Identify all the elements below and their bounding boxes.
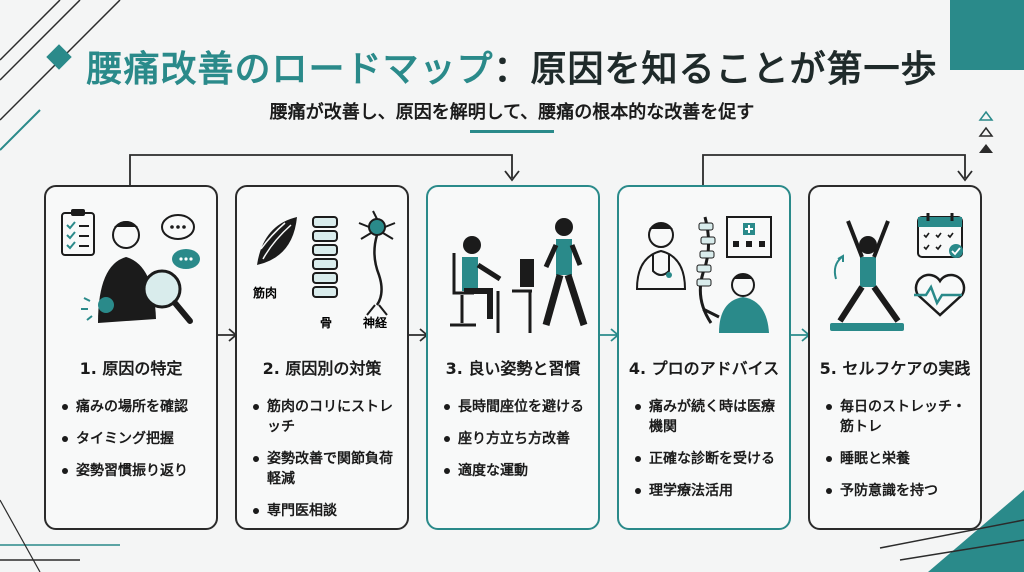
step-card-1: 1. 原因の特定 痛みの場所を確認 タイミング把握 姿勢習慣振り返り	[44, 185, 218, 530]
list-item: 長時間座位を避ける	[438, 397, 592, 417]
spine-icon	[696, 216, 716, 324]
step-5-list: 毎日のストレッチ・筋トレ 睡眠と栄養 予防意識を持つ	[820, 397, 974, 513]
walking-person-icon	[542, 218, 588, 327]
list-item: 専門医相談	[247, 501, 401, 521]
list-item: 適度な運動	[438, 461, 592, 481]
list-item: 正確な診断を受ける	[629, 449, 783, 469]
step-1-title: 1. 原因の特定	[79, 359, 183, 378]
step-3-list: 長時間座位を避ける 座り方立ち方改善 適度な運動	[438, 397, 592, 493]
list-item: 姿勢習慣振り返り	[56, 461, 210, 481]
page-subtitle: 腰痛が改善し、原因を解明して、腰痛の根本的な改善を促す	[269, 102, 755, 123]
title-separator: ：	[493, 49, 531, 90]
step-4-title: 4. プロのアドバイス	[628, 359, 780, 378]
step-1-list: 痛みの場所を確認 タイミング把握 姿勢習慣振り返り	[56, 397, 210, 493]
hospital-icon	[726, 216, 772, 258]
patient-icon	[702, 273, 769, 333]
title-main: 腰痛改善のロードマップ	[86, 49, 494, 90]
speech-bubbles-icon	[161, 214, 200, 269]
magnifier-icon	[142, 269, 193, 324]
subtitle-underline	[470, 130, 554, 133]
stretching-person-icon	[830, 220, 904, 331]
label-nerve: 神経	[363, 315, 388, 330]
page-title: 腰痛改善のロードマップ：原因を知ることが第一歩	[0, 40, 1024, 92]
label-muscle: 筋肉	[252, 285, 277, 300]
step-5-title: 5. セルフケアの実践	[819, 359, 971, 378]
list-item: 筋肉のコリにストレッチ	[247, 397, 401, 437]
spine-icon	[312, 216, 338, 298]
step-2-illustration: 筋肉 骨 神経	[252, 210, 396, 330]
step-2-title: 2. 原因別の対策	[262, 359, 382, 378]
list-item: 痛みの場所を確認	[56, 397, 210, 417]
list-item: 睡眠と栄養	[820, 449, 974, 469]
title-sub: 原因を知ることが第一歩	[530, 49, 938, 90]
label-bone: 骨	[320, 316, 332, 330]
list-item: 予防意識を持つ	[820, 481, 974, 501]
step-4-list: 痛みが続く時は医療機関 正確な診断を受ける 理学療法活用	[629, 397, 783, 513]
list-item: 座り方立ち方改善	[438, 429, 592, 449]
nerve-icon	[358, 210, 396, 316]
list-item: 姿勢改善で関節負荷軽減	[247, 449, 401, 489]
step-card-3: 3. 良い姿勢と習慣 長時間座位を避ける 座り方立ち方改善 適度な運動	[426, 185, 600, 530]
calendar-icon	[917, 213, 963, 258]
step-5-illustration	[830, 213, 966, 331]
person-back-pain-icon	[81, 221, 156, 323]
desk-posture-icon	[450, 236, 534, 333]
checklist-icon	[61, 209, 95, 256]
step-4-illustration	[635, 216, 772, 333]
step-2-list: 筋肉のコリにストレッチ 姿勢改善で関節負荷軽減 専門医相談	[247, 397, 401, 533]
step-3-illustration	[450, 218, 588, 333]
top-connector-right	[702, 154, 966, 185]
step-card-4: 4. プロのアドバイス 痛みが続く時は医療機関 正確な診断を受ける 理学療法活用	[617, 185, 791, 530]
step-card-5: 5. セルフケアの実践 毎日のストレッチ・筋トレ 睡眠と栄養 予防意識を持つ	[808, 185, 982, 530]
step-1-illustration	[61, 209, 200, 324]
list-item: タイミング把握	[56, 429, 210, 449]
list-item: 痛みが続く時は医療機関	[629, 397, 783, 437]
triangle-icon	[979, 144, 993, 153]
step-3-title: 3. 良い姿勢と習慣	[445, 359, 581, 378]
triangle-icon	[978, 126, 994, 137]
muscle-icon	[257, 217, 297, 265]
list-item: 理学療法活用	[629, 481, 783, 501]
list-item: 毎日のストレッチ・筋トレ	[820, 397, 974, 437]
step-card-2: 筋肉 骨 神経 2. 原因別の対策 筋肉のコリにストレッチ 姿勢改善で関節負荷軽…	[235, 185, 409, 530]
top-connector-left	[129, 154, 513, 185]
heart-rate-icon	[914, 273, 966, 317]
doctor-icon	[635, 222, 687, 290]
